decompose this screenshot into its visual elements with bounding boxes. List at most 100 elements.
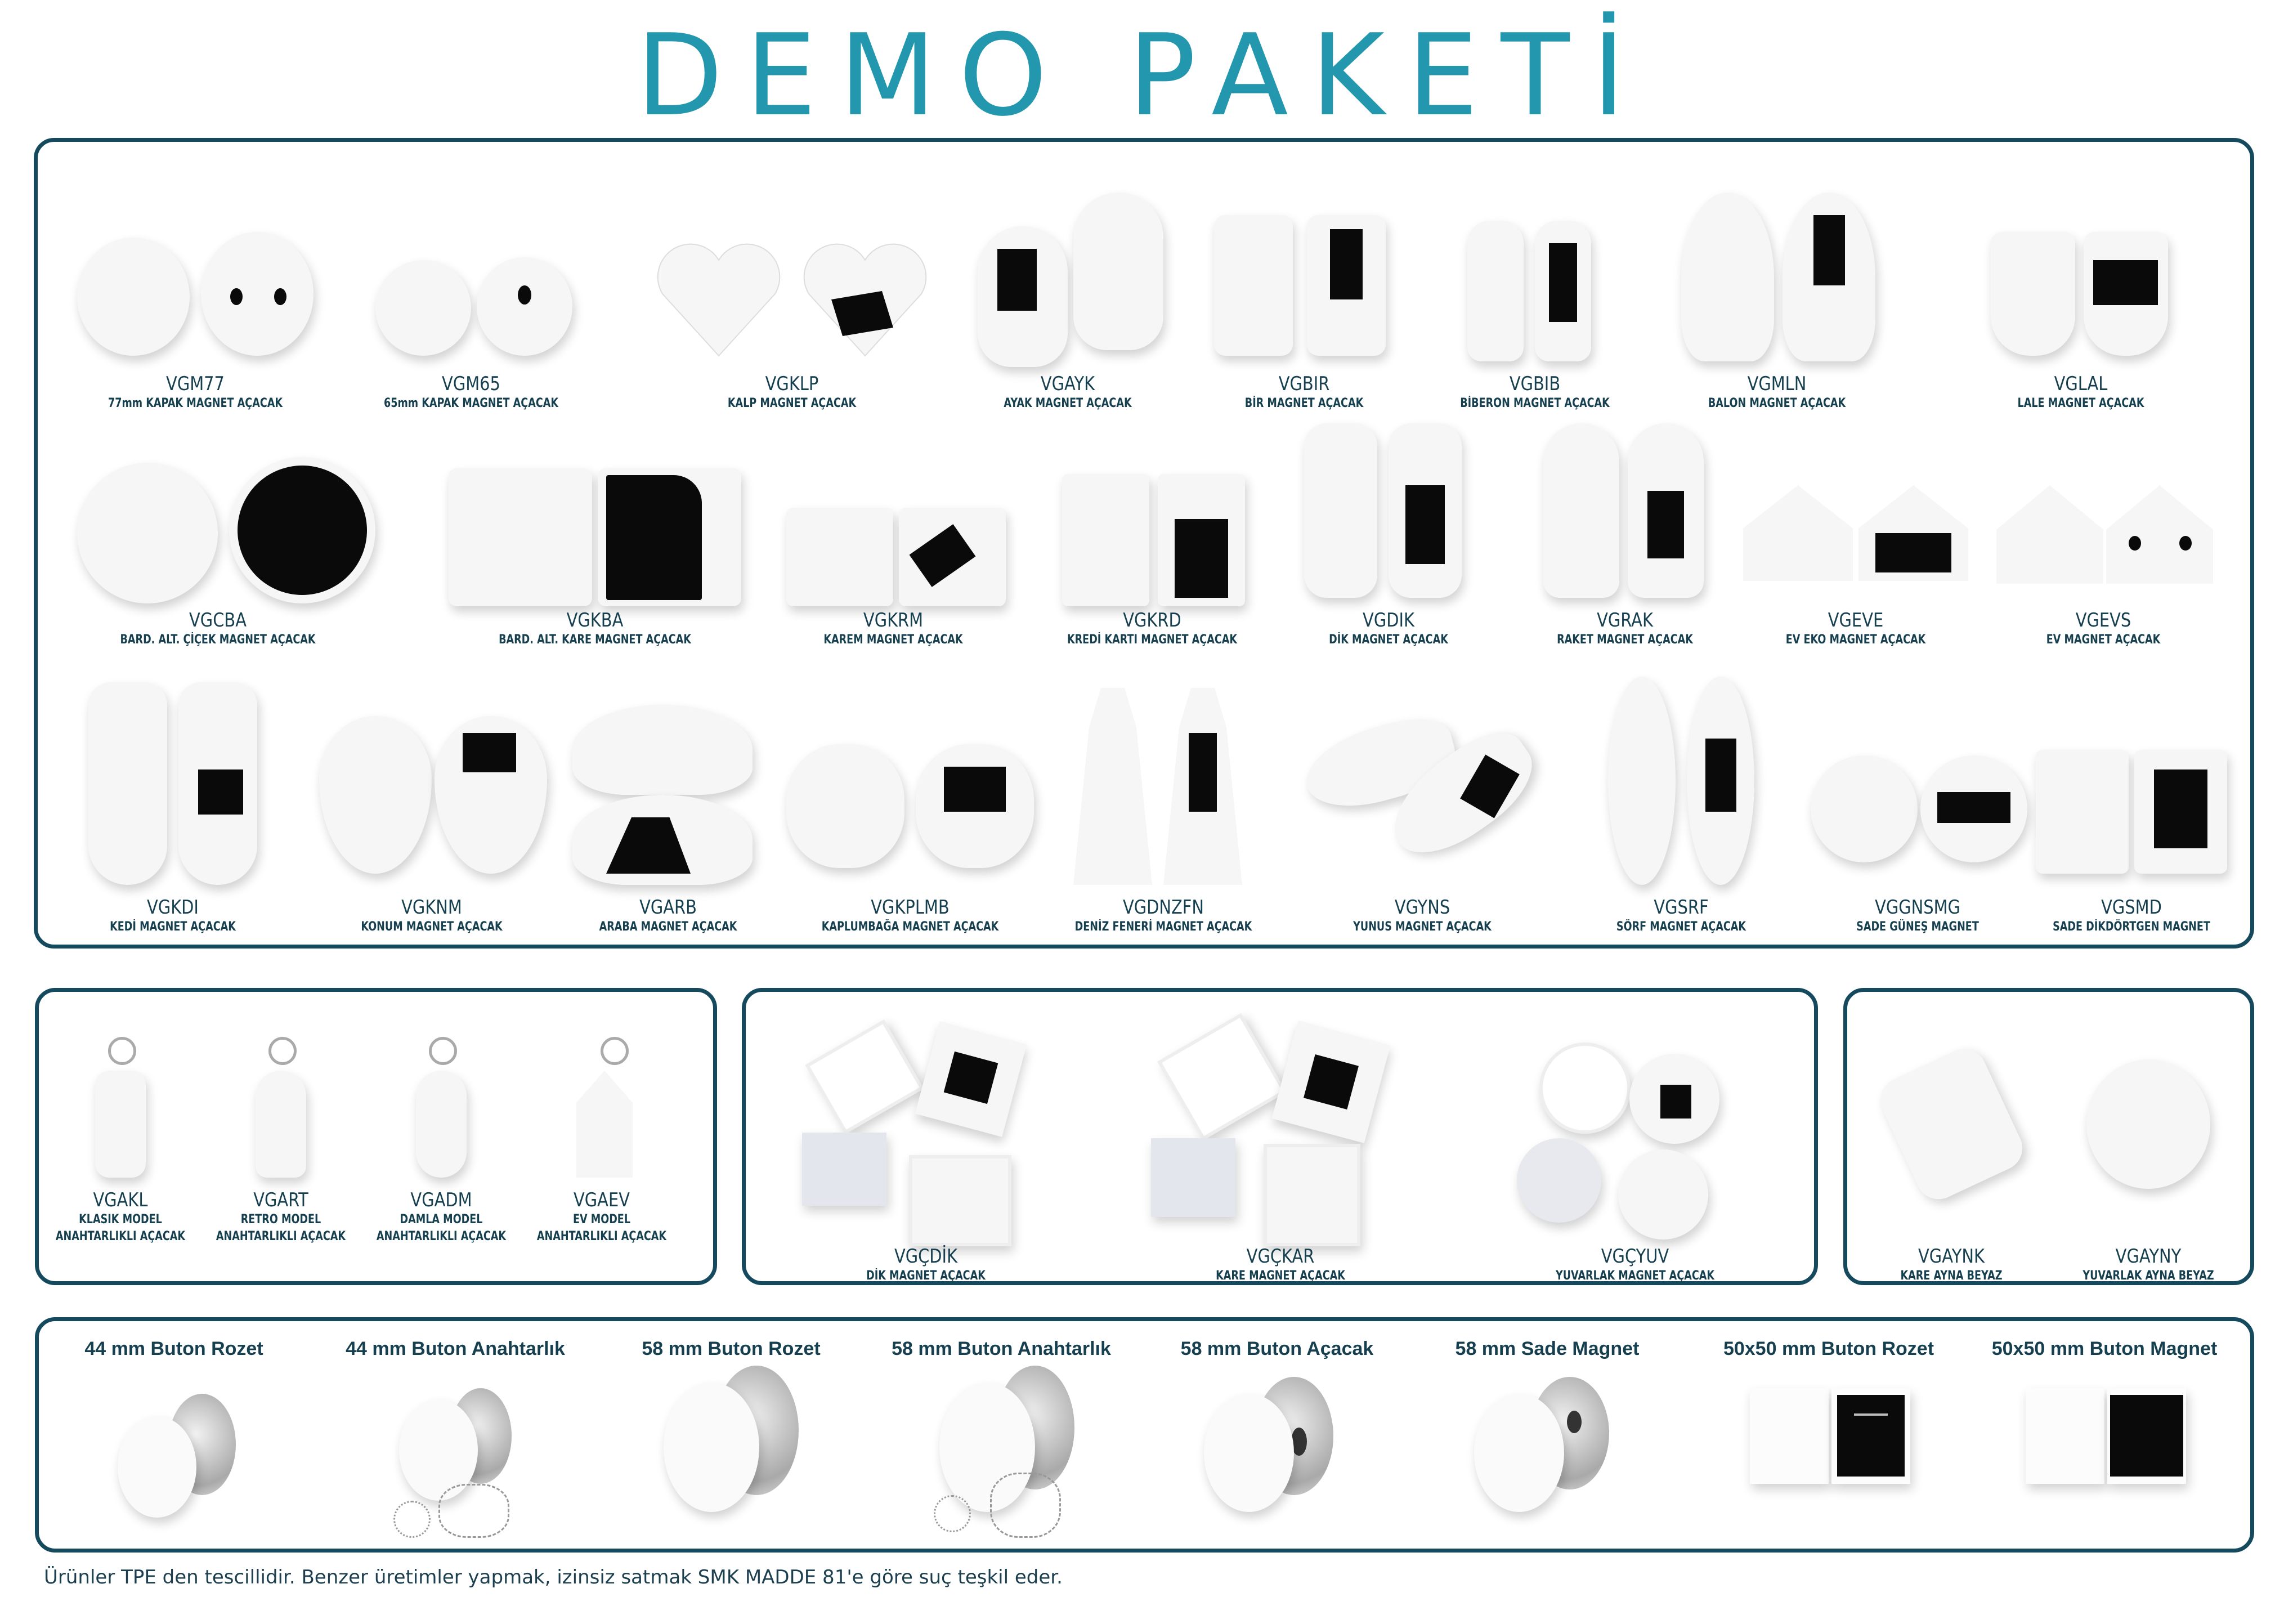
product-desc: DAMLA MODEL	[400, 1213, 483, 1227]
product-58-buton-rozet[interactable]: 58 mm Buton Rozet	[613, 1338, 849, 1529]
product-vgsrf[interactable]: VGSRF SÖRF MAGNET AÇACAK	[1580, 671, 1783, 936]
product-code: VGKRM	[863, 609, 924, 632]
product-vgm65[interactable]: VGM65 65mm KAPAK MAGNET AÇACAK	[353, 215, 589, 412]
product-vgaynk[interactable]: VGAYNK KARE AYNA BEYAZ	[1853, 1014, 2050, 1285]
product-title: 50x50 mm Buton Magnet	[1991, 1338, 2218, 1359]
product-vgyns[interactable]: VGYNS YUNUS MAGNET AÇACAK	[1293, 671, 1552, 936]
mirror-panel: VGAYNK KARE AYNA BEYAZ VGAYNY YUVARLAK A…	[1843, 988, 2254, 1285]
product-vgkplmb[interactable]: VGKPLMB KAPLUMBAĞA MAGNET AÇACAK	[781, 671, 1040, 936]
product-desc: SADE DİKDÖRTGEN MAGNET	[2053, 920, 2210, 934]
product-vgart[interactable]: VGART RETRO MODEL ANAHTARLIKLI AÇACAK	[199, 1037, 362, 1245]
product-vgbib[interactable]: VGBIB BİBERON MAGNET AÇACAK	[1434, 209, 1636, 412]
product-50x50-buton-magnet[interactable]: 50x50 mm Buton Magnet	[1986, 1338, 2223, 1529]
product-desc: AYAK MAGNET AÇACAK	[1004, 396, 1132, 410]
product-vgmln[interactable]: VGMLN BALON MAGNET AÇACAK	[1659, 181, 1895, 412]
key-chains-icon	[990, 1473, 1061, 1538]
product-vgakl[interactable]: VGAKL KLASIK MODEL ANAHTARLIKLI AÇACAK	[39, 1037, 202, 1245]
product-vgcyuv[interactable]: VGÇYUV YUVARLAK MAGNET AÇACAK	[1477, 1009, 1793, 1285]
product-title: 58 mm Sade Magnet	[1455, 1338, 1640, 1359]
product-desc: KAREM MAGNET AÇACAK	[823, 633, 963, 647]
product-58-sade-magnet[interactable]: 58 mm Sade Magnet	[1429, 1338, 1665, 1529]
product-vgsmd[interactable]: VGSMD SADE DİKDÖRTGEN MAGNET	[2030, 671, 2233, 936]
product-desc: KEDİ MAGNET AÇACAK	[110, 920, 236, 934]
product-code: VGKDI	[147, 896, 199, 919]
product-44-buton-rozet[interactable]: 44 mm Buton Rozet	[56, 1338, 292, 1529]
product-code: VGSMD	[2101, 896, 2162, 919]
frame-magnet-panel: VGÇDİK DİK MAGNET AÇACAK VGÇKAR KARE MAG…	[742, 988, 1818, 1285]
key-chains-icon	[438, 1484, 509, 1538]
product-vgkba[interactable]: VGKBA BARD. ALT. KARE MAGNET AÇACAK	[420, 440, 769, 648]
product-desc: LALE MAGNET AÇACAK	[2017, 396, 2144, 410]
product-44-buton-anahtarlik[interactable]: 44 mm Buton Anahtarlık	[332, 1338, 579, 1540]
product-title: 58 mm Buton Açacak	[1180, 1338, 1374, 1359]
button-badge-panel: 44 mm Buton Rozet 44 mm Buton Anahtarlık…	[35, 1317, 2254, 1553]
product-vgrak[interactable]: VGRAK RAKET MAGNET AÇACAK	[1512, 412, 1737, 648]
product-code: VGADM	[410, 1189, 472, 1211]
split-rings-icon	[393, 1501, 431, 1538]
product-desc: KLASIK MODEL	[79, 1213, 162, 1227]
product-desc: RAKET MAGNET AÇACAK	[1557, 633, 1693, 647]
product-vgckar[interactable]: VGÇKAR KARE MAGNET AÇACAK	[1112, 1009, 1449, 1285]
product-vgm77[interactable]: VGM77 77mm KAPAK MAGNET AÇACAK	[49, 215, 342, 412]
product-desc: ANAHTARLIKLI AÇACAK	[376, 1229, 507, 1243]
product-vgaev[interactable]: VGAEV EV MODEL ANAHTARLIKLI AÇACAK	[520, 1037, 683, 1245]
product-code: VGÇYUV	[1601, 1245, 1669, 1268]
product-desc: BİBERON MAGNET AÇACAK	[1460, 396, 1610, 410]
product-code: VGÇKAR	[1246, 1245, 1315, 1268]
product-code: VGM65	[442, 373, 500, 395]
keychain-opener-panel: VGAKL KLASIK MODEL ANAHTARLIKLI AÇACAK V…	[35, 988, 717, 1285]
product-vgeve[interactable]: VGEVE EV EKO MAGNET AÇACAK	[1732, 440, 1980, 648]
product-code: VGGNSMG	[1875, 896, 1960, 919]
product-code: VGYNS	[1394, 896, 1450, 919]
product-title: 44 mm Buton Anahtarlık	[346, 1338, 565, 1359]
product-desc: 65mm KAPAK MAGNET AÇACAK	[383, 396, 559, 410]
product-code: VGKRD	[1123, 609, 1181, 632]
product-title: 58 mm Buton Anahtarlık	[892, 1338, 1111, 1359]
product-vgayny[interactable]: VGAYNY YUVARLAK AYNA BEYAZ	[2050, 1014, 2247, 1285]
product-code: VGCBA	[189, 609, 247, 632]
product-code: VGARB	[639, 896, 697, 919]
product-desc: 77mm KAPAK MAGNET AÇACAK	[108, 396, 283, 410]
product-code: VGAEV	[574, 1189, 630, 1211]
product-code: VGAYNK	[1918, 1245, 1985, 1268]
product-code: VGKBA	[566, 609, 624, 632]
product-vggnsmg[interactable]: VGGNSMG SADE GÜNEŞ MAGNET	[1799, 671, 2036, 936]
product-vgevs[interactable]: VGEVS EV MAGNET AÇACAK	[1985, 440, 2222, 648]
product-code: VGKNM	[401, 896, 462, 919]
product-vgcdik[interactable]: VGÇDİK DİK MAGNET AÇACAK	[768, 1009, 1083, 1285]
product-50x50-buton-rozet[interactable]: 50x50 mm Buton Rozet	[1710, 1338, 1947, 1529]
product-desc: EV EKO MAGNET AÇACAK	[1785, 633, 1926, 647]
product-vgkdi[interactable]: VGKDI KEDİ MAGNET AÇACAK	[60, 671, 285, 936]
product-vgcba[interactable]: VGCBA BARD. ALT. ÇİÇEK MAGNET AÇACAK	[49, 440, 387, 648]
product-desc: YUVARLAK MAGNET AÇACAK	[1555, 1269, 1715, 1283]
product-58-buton-anahtarlik[interactable]: 58 mm Buton Anahtarlık	[877, 1338, 1125, 1540]
product-desc: KREDİ KARTI MAGNET AÇACAK	[1067, 633, 1237, 647]
product-desc: BARD. ALT. KARE MAGNET AÇACAK	[499, 633, 691, 647]
key-ring-icon	[429, 1037, 457, 1065]
product-vgayk[interactable]: VGAYK AYAK MAGNET AÇACAK	[961, 187, 1175, 412]
product-desc: EV MODEL	[572, 1213, 631, 1227]
product-vgklp[interactable]: VGKLP KALP MAGNET AÇACAK	[646, 215, 938, 412]
product-vgdnzfn[interactable]: VGDNZFN DENİZ FENERİ MAGNET AÇACAK	[1045, 671, 1282, 936]
product-title: 58 mm Buton Rozet	[642, 1338, 821, 1359]
product-58-buton-acacak[interactable]: 58 mm Buton Açacak	[1159, 1338, 1395, 1529]
product-code: VGBIB	[1509, 373, 1561, 395]
product-vgkrd[interactable]: VGKRD KREDİ KARTI MAGNET AÇACAK	[1034, 440, 1270, 648]
product-desc: ARABA MAGNET AÇACAK	[599, 920, 737, 934]
key-ring-icon	[601, 1037, 629, 1065]
product-vglal[interactable]: VGLAL LALE MAGNET AÇACAK	[1963, 215, 2199, 412]
product-vgbir[interactable]: VGBIR BİR MAGNET AÇACAK	[1197, 209, 1411, 412]
product-vgdik[interactable]: VGDIK DİK MAGNET AÇACAK	[1276, 412, 1501, 648]
product-vgkrm[interactable]: VGKRM KAREM MAGNET AÇACAK	[769, 440, 1017, 648]
product-vgarb[interactable]: VGARB ARABA MAGNET AÇACAK	[556, 671, 781, 936]
key-ring-icon	[268, 1037, 297, 1065]
product-code: VGRAK	[1597, 609, 1653, 632]
product-code: VGLAL	[2054, 373, 2108, 395]
product-code: VGKLP	[765, 373, 819, 395]
product-code: VGSRF	[1654, 896, 1709, 919]
product-vgknm[interactable]: VGKNM KONUM MAGNET AÇACAK	[302, 671, 561, 936]
product-code: VGÇDİK	[894, 1245, 958, 1268]
pin-icon	[1854, 1413, 1888, 1416]
product-code: VGAYNY	[2115, 1245, 2182, 1268]
product-vgadm[interactable]: VGADM DAMLA MODEL ANAHTARLIKLI AÇACAK	[360, 1037, 523, 1245]
